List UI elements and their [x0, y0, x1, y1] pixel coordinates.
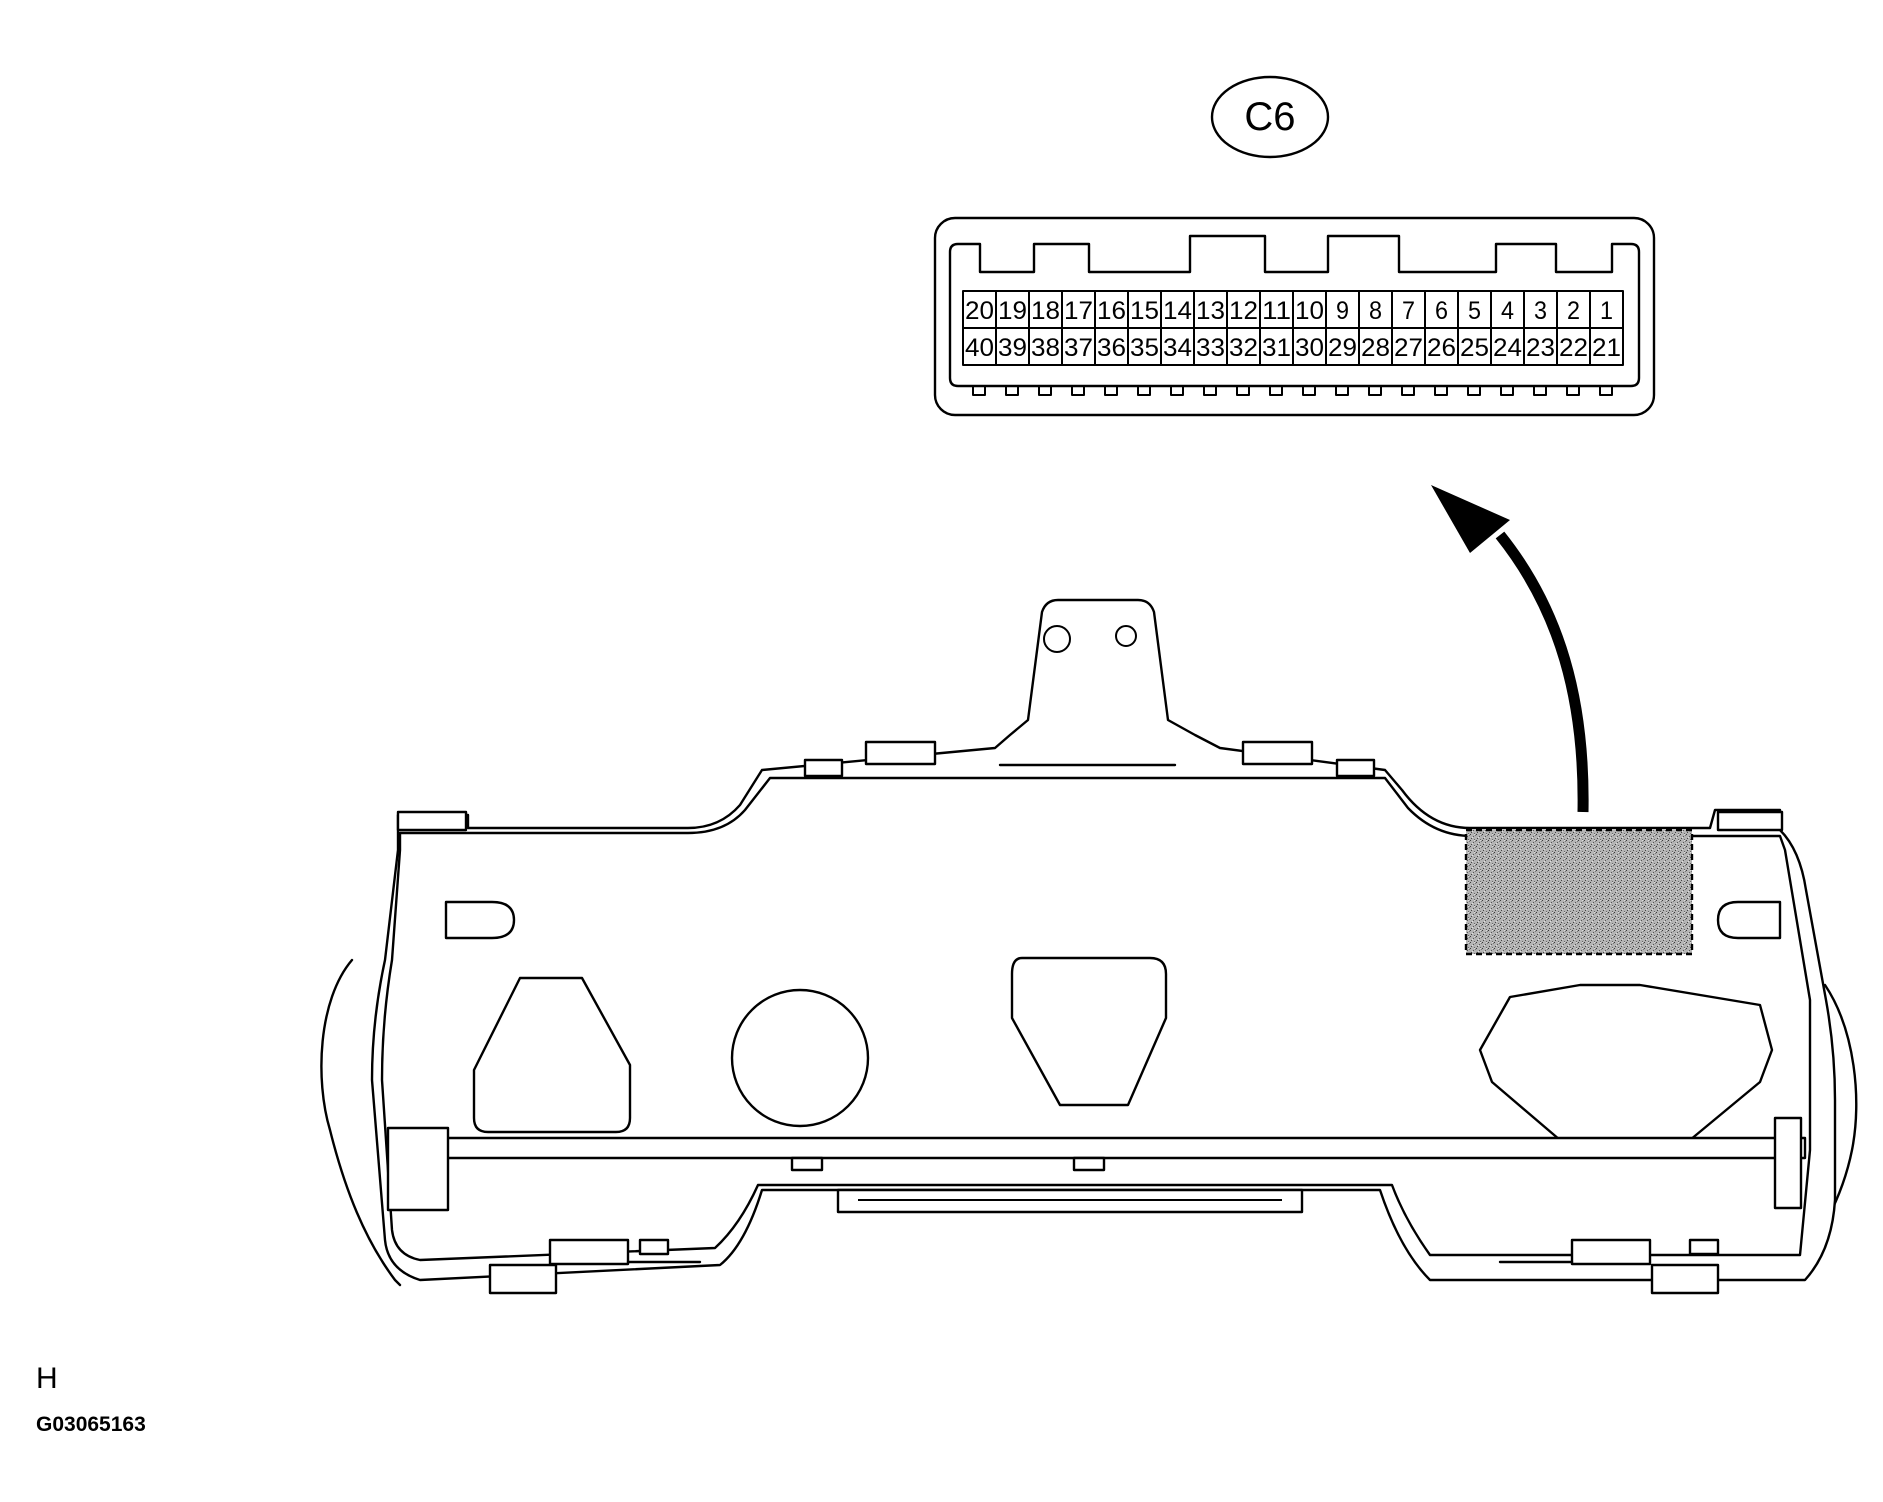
pin-number: 38 — [1031, 334, 1060, 362]
pin-number: 13 — [1196, 297, 1225, 325]
pin-number: 5 — [1468, 297, 1481, 325]
pin-number: 29 — [1328, 334, 1357, 362]
pin-number: 37 — [1064, 334, 1093, 362]
latch-tooth — [1203, 385, 1217, 396]
pin-number: 10 — [1295, 297, 1324, 325]
latch-tooth — [1533, 385, 1547, 396]
latch-tooth — [1500, 385, 1514, 396]
pin-number: 6 — [1435, 297, 1448, 325]
pin-number: 23 — [1526, 334, 1555, 362]
pin-number: 16 — [1097, 297, 1126, 325]
pin-number: 30 — [1295, 334, 1324, 362]
latch-tooth — [1269, 385, 1283, 396]
latch-tooth — [1368, 385, 1382, 396]
curved-arrow-icon — [1431, 485, 1589, 813]
latch-tooth — [972, 385, 986, 396]
latch-tooth — [1434, 385, 1448, 396]
pin-number: 21 — [1592, 334, 1621, 362]
latch-tooth — [1467, 385, 1481, 396]
latch-tooth — [1104, 385, 1118, 396]
pin-number: 40 — [965, 334, 994, 362]
pin-number: 28 — [1361, 334, 1390, 362]
latch-tooth — [1401, 385, 1415, 396]
pin-number: 34 — [1163, 334, 1192, 362]
connector-label: C6 — [1210, 75, 1330, 159]
pin-number: 11 — [1262, 297, 1291, 325]
figure-code: G03065163 — [36, 1413, 146, 1436]
view-letter: H — [36, 1362, 58, 1395]
latch-tooth — [1335, 385, 1349, 396]
pin-number: 25 — [1460, 334, 1489, 362]
pin-number: 15 — [1130, 297, 1159, 325]
connector-location-highlight — [1464, 828, 1694, 956]
pin-number: 32 — [1229, 334, 1258, 362]
pin-number: 1 — [1600, 297, 1613, 325]
pin-number: 39 — [998, 334, 1027, 362]
pin-number: 35 — [1130, 334, 1159, 362]
pin-number: 9 — [1336, 297, 1349, 325]
latch-tooth — [1170, 385, 1184, 396]
pin-number: 31 — [1262, 334, 1291, 362]
latch-tooth — [1236, 385, 1250, 396]
combination-meter-rear — [320, 598, 1858, 1295]
latch-tooth — [1566, 385, 1580, 396]
connector-label-text: C6 — [1244, 95, 1295, 139]
latch-tooth — [1137, 385, 1151, 396]
pin-number: 18 — [1031, 297, 1060, 325]
pin-number: 26 — [1427, 334, 1456, 362]
pin-number: 14 — [1163, 297, 1192, 325]
pin-number: 7 — [1402, 297, 1415, 325]
pin-number: 33 — [1196, 334, 1225, 362]
pin-number: 4 — [1501, 297, 1514, 325]
latch-tooth — [1071, 385, 1085, 396]
pin-number: 20 — [965, 297, 994, 325]
pin-number: 3 — [1534, 297, 1547, 325]
latch-tooth — [1599, 385, 1613, 396]
pin-number: 12 — [1229, 297, 1258, 325]
pin-number: 22 — [1559, 334, 1588, 362]
pin-number: 24 — [1493, 334, 1522, 362]
latch-tooth — [1038, 385, 1052, 396]
connector-latch-teeth — [972, 385, 1613, 396]
pin-number: 17 — [1064, 297, 1093, 325]
pin-number: 19 — [998, 297, 1027, 325]
pin-number: 36 — [1097, 334, 1126, 362]
latch-tooth — [1005, 385, 1019, 396]
pin-number: 8 — [1369, 297, 1382, 325]
pin-number: 2 — [1567, 297, 1580, 325]
latch-tooth — [1302, 385, 1316, 396]
pin-number: 27 — [1394, 334, 1423, 362]
